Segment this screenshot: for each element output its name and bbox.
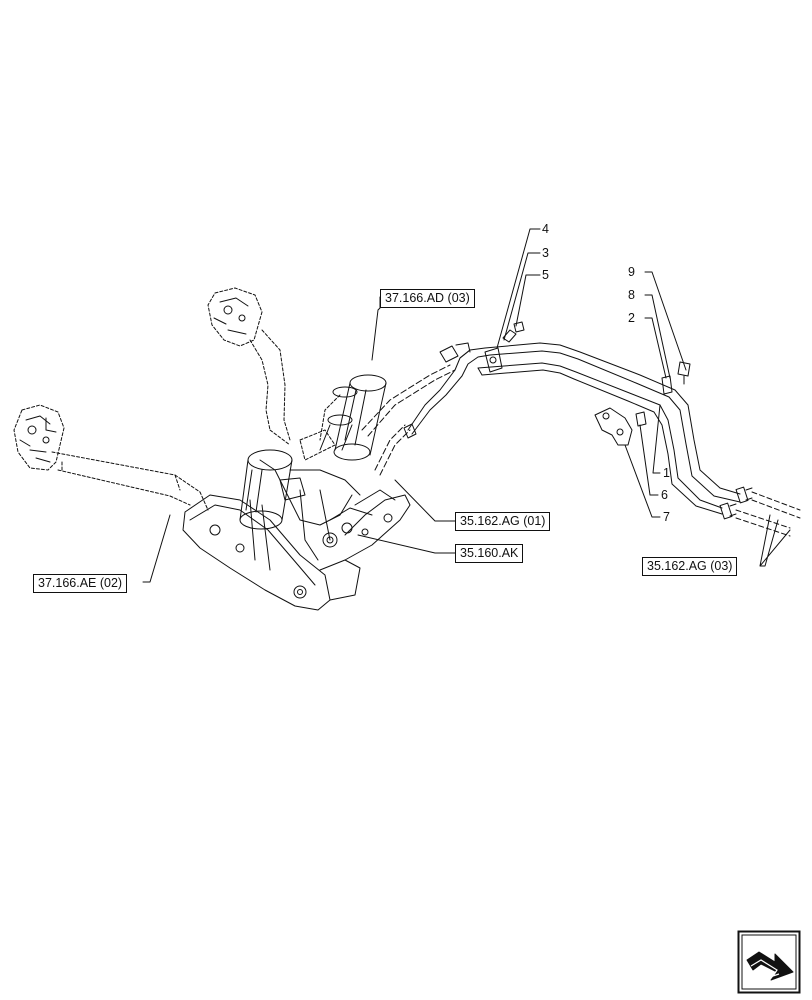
callout-6: 6 [661, 488, 668, 502]
pipe-clip [484, 321, 525, 373]
callout-1: 1 [663, 466, 670, 480]
callout-7: 7 [663, 510, 670, 524]
ref-label-35-162-ag-01[interactable]: 35.162.AG (01) [455, 512, 551, 531]
callout-5: 5 [542, 268, 549, 282]
hitch-frame [182, 459, 411, 611]
phantom-hoses [361, 364, 456, 476]
ref-label-37-166-ae-02[interactable]: 37.166.AE (02) [33, 574, 128, 593]
callout-2: 2 [628, 311, 635, 325]
lift-cylinders [239, 374, 387, 530]
callout-4: 4 [542, 222, 549, 236]
upper-lift-arm [207, 287, 291, 446]
ref-label-35-162-ag-03[interactable]: 35.162.AG (03) [642, 557, 738, 576]
next-page-arrow-icon[interactable] [737, 930, 801, 994]
bracket-upper [661, 361, 691, 395]
hydraulic-pipes [403, 342, 753, 520]
phantom-lines-right [735, 491, 801, 537]
leader-lines [142, 228, 791, 583]
ref-label-37-166-ad-03[interactable]: 37.166.AD (03) [380, 289, 475, 308]
callout-3: 3 [542, 246, 549, 260]
callout-9: 9 [628, 265, 635, 279]
callout-8: 8 [628, 288, 635, 302]
bracket-lower [594, 407, 647, 446]
ref-label-35-160-ak[interactable]: 35.160.AK [455, 544, 524, 563]
left-lift-arm [13, 404, 209, 511]
